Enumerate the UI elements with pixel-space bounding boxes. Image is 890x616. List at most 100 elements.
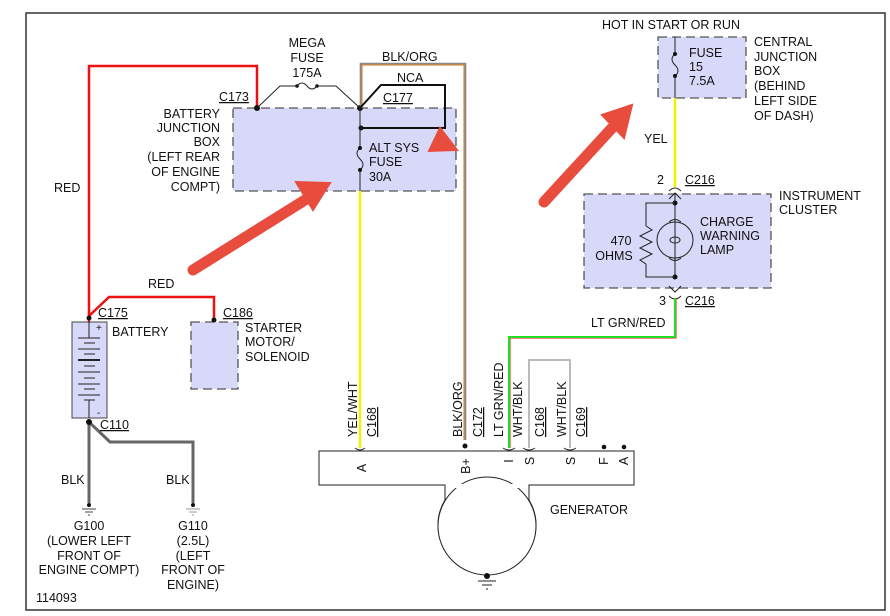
instrument-cluster-label: INSTRUMENT CLUSTER (779, 189, 861, 217)
instrument-cluster-box (583, 193, 772, 289)
svg-text:CLUSTER: CLUSTER (779, 203, 837, 217)
c173-dot (254, 105, 260, 111)
svg-text:C169: C169 (574, 407, 588, 437)
svg-text:(LOWER LEFT: (LOWER LEFT (47, 534, 131, 548)
connector-c186: C186 (223, 306, 253, 320)
svg-text:ENGINE COMPT): ENGINE COMPT) (39, 563, 140, 577)
wire-blk-g110 (87, 420, 195, 503)
annotation-arrows (187, 103, 634, 276)
fuse-15-icon (671, 53, 679, 77)
charge-lamp-icon (656, 221, 694, 259)
svg-text:YEL/WHT: YEL/WHT (346, 381, 360, 437)
wire-red-main (87, 64, 259, 322)
starter-solenoid-box (190, 321, 239, 390)
mega-fuse-lead-right (317, 85, 361, 109)
starter-label: STARTER MOTOR/ SOLENOID (245, 321, 310, 364)
pin-3: 3 (659, 294, 666, 308)
svg-text:175A: 175A (292, 66, 322, 80)
battery-junction-box (232, 107, 457, 192)
hot-in-start-label: HOT IN START OR RUN (602, 18, 740, 32)
connector-c216-bottom: C216 (685, 294, 715, 308)
ground-icon-g110 (186, 503, 200, 516)
svg-text:OF ENGINE: OF ENGINE (151, 165, 220, 179)
connector-c216-top: C216 (685, 173, 715, 187)
svg-text:JUNCTION: JUNCTION (754, 50, 817, 64)
wire-label-nca: NCA (397, 71, 424, 85)
svg-text:A: A (617, 456, 631, 465)
svg-text:(LEFT: (LEFT (176, 549, 211, 563)
pin-2: 2 (657, 173, 664, 187)
svg-text:LAMP: LAMP (700, 243, 734, 257)
svg-text:OF DASH): OF DASH) (754, 109, 814, 123)
svg-text:C168: C168 (533, 407, 547, 437)
g100-label: G100 (LOWER LEFT FRONT OF ENGINE COMPT) (39, 519, 140, 577)
svg-text:G100: G100 (74, 519, 105, 533)
wire-label-lt-grn-red: LT GRN/RED (591, 316, 666, 330)
wire-label-red: RED (54, 181, 80, 195)
c175-dot (86, 315, 92, 321)
arrow-3 (538, 122, 618, 208)
svg-text:F: F (597, 457, 611, 465)
g110-label: G110 (2.5L) (LEFT FRONT OF ENGINE) (161, 519, 225, 592)
c186-dot (211, 317, 217, 323)
wire-label-blk-org: BLK/ORG (382, 50, 438, 64)
svg-text:A: A (355, 463, 369, 472)
svg-text:WARNING: WARNING (700, 229, 760, 243)
svg-text:FUSE: FUSE (369, 155, 402, 169)
svg-text:7.5A: 7.5A (689, 74, 715, 88)
battery-label: BATTERY (112, 325, 169, 339)
svg-text:MOTOR/: MOTOR/ (245, 335, 295, 349)
svg-text:(BEHIND: (BEHIND (754, 79, 805, 93)
svg-text:FRONT OF: FRONT OF (161, 563, 225, 577)
svg-text:(2.5L): (2.5L) (177, 534, 210, 548)
svg-text:G110: G110 (178, 519, 208, 533)
svg-text:C168: C168 (365, 407, 379, 437)
generator-icon (437, 476, 537, 576)
svg-text:CHARGE: CHARGE (700, 215, 753, 229)
svg-text:BATTERY: BATTERY (164, 107, 221, 121)
svg-text:COMPT): COMPT) (171, 180, 220, 194)
svg-text:-: - (97, 408, 100, 419)
svg-text:FRONT OF: FRONT OF (57, 549, 121, 563)
svg-text:WHT/BLK: WHT/BLK (511, 381, 525, 437)
wire-red-starter (88, 295, 216, 318)
central-junction-box-label: CENTRAL JUNCTION BOX (BEHIND LEFT SIDE O… (754, 35, 817, 123)
svg-text:470: 470 (611, 234, 632, 248)
svg-text:INSTRUMENT: INSTRUMENT (779, 189, 861, 203)
resistor-label: 470 OHMS (595, 234, 633, 263)
wire-nca (359, 84, 446, 129)
svg-text:S: S (523, 457, 537, 465)
wire-label-yel: YEL (644, 132, 668, 146)
svg-text:BOX: BOX (754, 64, 781, 78)
svg-text:FUSE: FUSE (290, 51, 323, 65)
svg-text:BOX: BOX (194, 135, 221, 149)
generator-pin-labels: A B+ I S S F A (355, 456, 631, 474)
svg-text:I: I (502, 459, 516, 462)
svg-text:(LEFT REAR: (LEFT REAR (147, 150, 220, 164)
wire-label-blk-2: BLK (166, 473, 190, 487)
ground-icon-g100 (82, 503, 96, 516)
arrow-1 (187, 194, 311, 276)
mega-fuse-icon (296, 82, 318, 90)
svg-text:STARTER: STARTER (245, 321, 302, 335)
wire-label-red-starter: RED (148, 277, 174, 291)
wire-lt-grn-red (508, 298, 676, 448)
mega-fuse-lead-left (256, 85, 297, 109)
wire-wht-blk (528, 359, 571, 448)
fuse-15-label: FUSE 15 7.5A (689, 46, 722, 88)
connector-c173: C173 (219, 90, 249, 104)
svg-text:LT GRN/RED: LT GRN/RED (492, 362, 506, 437)
svg-text:LEFT SIDE: LEFT SIDE (754, 94, 817, 108)
svg-text:B+: B+ (459, 458, 473, 474)
central-junction-box (657, 36, 747, 99)
mega-fuse-label: MEGA (289, 36, 326, 50)
connector-c177: C177 (383, 91, 413, 105)
svg-text:WHT/BLK: WHT/BLK (555, 381, 569, 437)
alt-sys-fuse-icon (356, 147, 364, 171)
svg-text:+: + (96, 323, 102, 334)
diagram-id: 114093 (36, 591, 77, 605)
charge-warning-lamp-label: CHARGE WARNING LAMP (700, 215, 760, 257)
svg-text:FUSE: FUSE (689, 46, 722, 60)
generator-label: GENERATOR (550, 503, 628, 517)
